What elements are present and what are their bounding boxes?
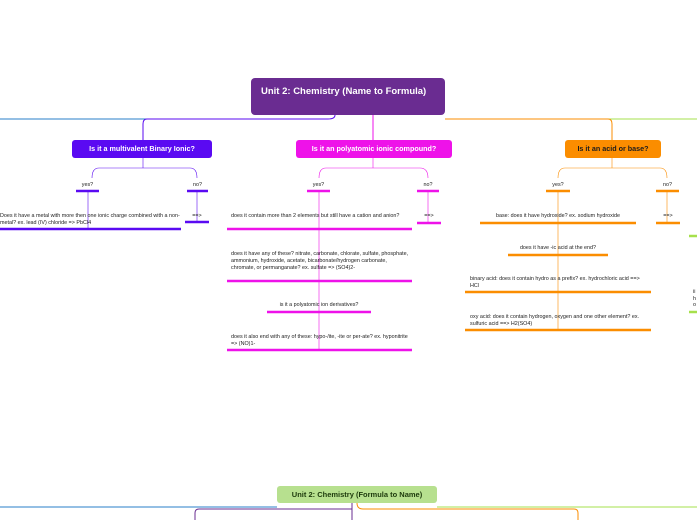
root-link-blue <box>142 114 336 140</box>
magenta-yes-item-3[interactable]: is it a polyatomic ion derivatives? <box>279 302 359 308</box>
blue-split <box>91 158 198 179</box>
magenta-no-item-1[interactable]: ==> <box>424 213 434 219</box>
orange-yes-item-2[interactable]: does it have -ic acid at the end? <box>519 245 597 251</box>
blue-no-label[interactable]: no? <box>193 182 202 188</box>
orange-yes-item-4[interactable]: oxy acid: does it contain hydrogen, oxyg… <box>470 314 640 327</box>
magenta-split <box>318 158 429 179</box>
root-link-orange <box>445 118 613 140</box>
edge-fragment-1: ii <box>693 289 696 295</box>
edge-fragment-2: h <box>693 296 696 302</box>
root2-link-orange <box>356 502 579 520</box>
branch-polyatomic-ionic[interactable]: Is it an polyatomic ionic compound? <box>296 140 452 158</box>
blue-yes-label[interactable]: yes? <box>81 182 94 188</box>
root2-link-purple <box>194 503 353 520</box>
orange-no-item-1[interactable]: ==> <box>663 213 673 219</box>
branch-multivalent-binary-ionic[interactable]: Is it a multivalent Binary Ionic? <box>72 140 212 158</box>
orange-no-label[interactable]: no? <box>663 182 672 188</box>
magenta-no-label[interactable]: no? <box>423 182 433 188</box>
root-topic[interactable]: Unit 2: Chemistry (Name to Formula) <box>251 78 445 115</box>
orange-yes-item-3[interactable]: binary acid: does it contain hydro as a … <box>470 276 640 289</box>
orange-yes-label[interactable]: yes? <box>552 182 564 188</box>
edge-fragment-3: o <box>693 302 696 308</box>
magenta-yes-item-1[interactable]: does it contain more than 2 elements but… <box>231 213 400 219</box>
blue-yes-item-1[interactable]: Does it have a metal with more then one … <box>0 213 180 226</box>
magenta-yes-item-4[interactable]: does it also end with any of these: hypo… <box>231 334 408 347</box>
branch-acid-or-base[interactable]: Is it an acid or base? <box>565 140 661 158</box>
orange-yes-item-1[interactable]: base: does it have hydroxide? ex. sodium… <box>495 213 621 219</box>
orange-split <box>557 158 668 179</box>
second-root-topic[interactable]: Unit 2: Chemistry (Formula to Name) <box>277 486 437 503</box>
blue-no-item-1[interactable]: ==> <box>192 213 202 219</box>
magenta-yes-label[interactable]: yes? <box>312 182 325 188</box>
magenta-yes-item-2[interactable]: does it have any of these? nitrate, carb… <box>231 251 409 271</box>
